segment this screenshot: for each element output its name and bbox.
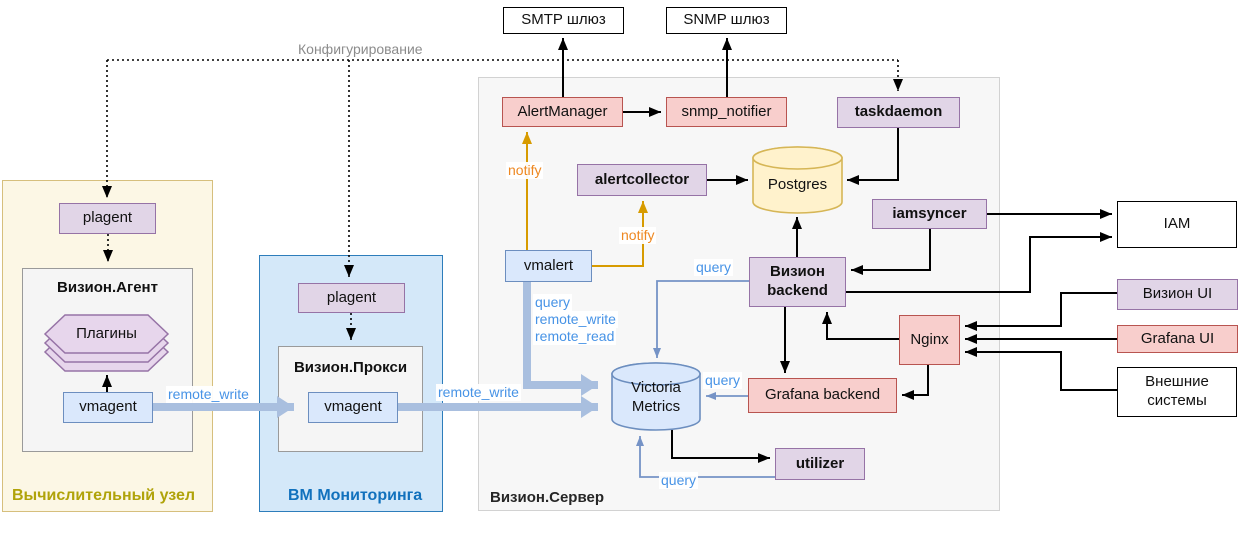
plugins-layer-1 — [43, 314, 170, 354]
node-utilizer: utilizer — [775, 448, 865, 480]
node-smtp-gateway: SMTP шлюз — [503, 7, 624, 34]
edge-utilizer-query-victoria — [636, 436, 775, 478]
config-dotted-lines — [102, 59, 903, 340]
edge-victoria-to-utilizer — [671, 430, 770, 463]
label-remote-write-agent: remote_write — [166, 386, 251, 403]
label-vmalert-remote-read: remote_read — [533, 328, 617, 345]
node-nginx: Nginx — [899, 315, 960, 365]
node-plagent-left: plagent — [59, 203, 156, 234]
label-query-backend: query — [694, 259, 734, 276]
node-vision-backend: Визион backend — [749, 257, 846, 307]
node-postgres-label: Postgres — [767, 175, 828, 193]
edge-backend-to-iam — [846, 232, 1112, 293]
node-vmagent-mid: vmagent — [308, 392, 398, 423]
container-vision-server-label: Визион.Сервер — [490, 489, 604, 506]
label-query-grafana: query — [703, 372, 743, 389]
edge-nginx-to-backend — [822, 312, 899, 340]
thick-arrows — [153, 282, 598, 418]
query-edges — [636, 280, 775, 478]
node-victoria-metrics-label: Victoria Metrics — [631, 379, 681, 415]
edge-vmalert-to-alertcollector — [592, 201, 648, 267]
node-snmp-notifier: snmp_notifier — [666, 97, 787, 127]
group-vision-agent-title: Визион.Агент — [57, 279, 158, 296]
label-configuration: Конфигурирование — [296, 41, 425, 58]
edge-external-to-nginx — [965, 347, 1117, 391]
node-alertcollector: alertcollector — [577, 164, 707, 196]
node-iamsyncer: iamsyncer — [872, 199, 987, 229]
node-vmalert: vmalert — [505, 250, 592, 282]
node-external-systems: Внешние системы — [1117, 367, 1237, 417]
edge-iamsyncer-to-backend — [851, 229, 931, 275]
edge-vmalert-to-victoria — [523, 282, 598, 396]
container-compute-node-label: Вычислительный узел — [12, 487, 196, 504]
container-vm-monitoring-label: ВМ Мониторинга — [288, 487, 423, 504]
node-alertmanager: AlertManager — [502, 97, 623, 127]
node-taskdaemon: taskdaemon — [837, 97, 960, 128]
label-notify-alertmanager: notify — [506, 162, 544, 179]
victoria-metrics-cylinder — [611, 362, 701, 431]
notify-edges — [522, 132, 648, 267]
plugins-hexagon-stack — [43, 314, 170, 372]
label-remote-write-proxy: remote_write — [436, 384, 521, 401]
node-grafana-ui: Grafana UI — [1117, 325, 1238, 353]
edge-backend-query-victoria — [653, 280, 749, 358]
edge-nginx-to-grafana-backend — [902, 365, 929, 400]
postgres-cylinder — [752, 146, 843, 214]
node-vmagent-left: vmagent — [63, 392, 153, 423]
label-vmalert-remote-write: remote_write — [533, 311, 618, 328]
group-vision-proxy-title: Визион.Прокси — [293, 359, 408, 376]
node-vision-ui: Визион UI — [1117, 279, 1238, 310]
edge-taskdaemon-to-postgres — [847, 128, 899, 185]
label-vmalert-query: query — [533, 294, 573, 311]
black-edges — [102, 38, 1117, 463]
node-snmp-gateway: SNMP шлюз — [666, 7, 787, 34]
node-plugins-label: Плагины — [76, 324, 137, 342]
node-iam: IAM — [1117, 201, 1237, 248]
edge-vision-ui-to-nginx — [965, 292, 1117, 331]
label-notify-alertcollector: notify — [619, 227, 657, 244]
node-grafana-backend: Grafana backend — [748, 378, 897, 413]
label-query-utilizer: query — [659, 472, 699, 489]
node-plagent-mid: plagent — [298, 283, 405, 313]
